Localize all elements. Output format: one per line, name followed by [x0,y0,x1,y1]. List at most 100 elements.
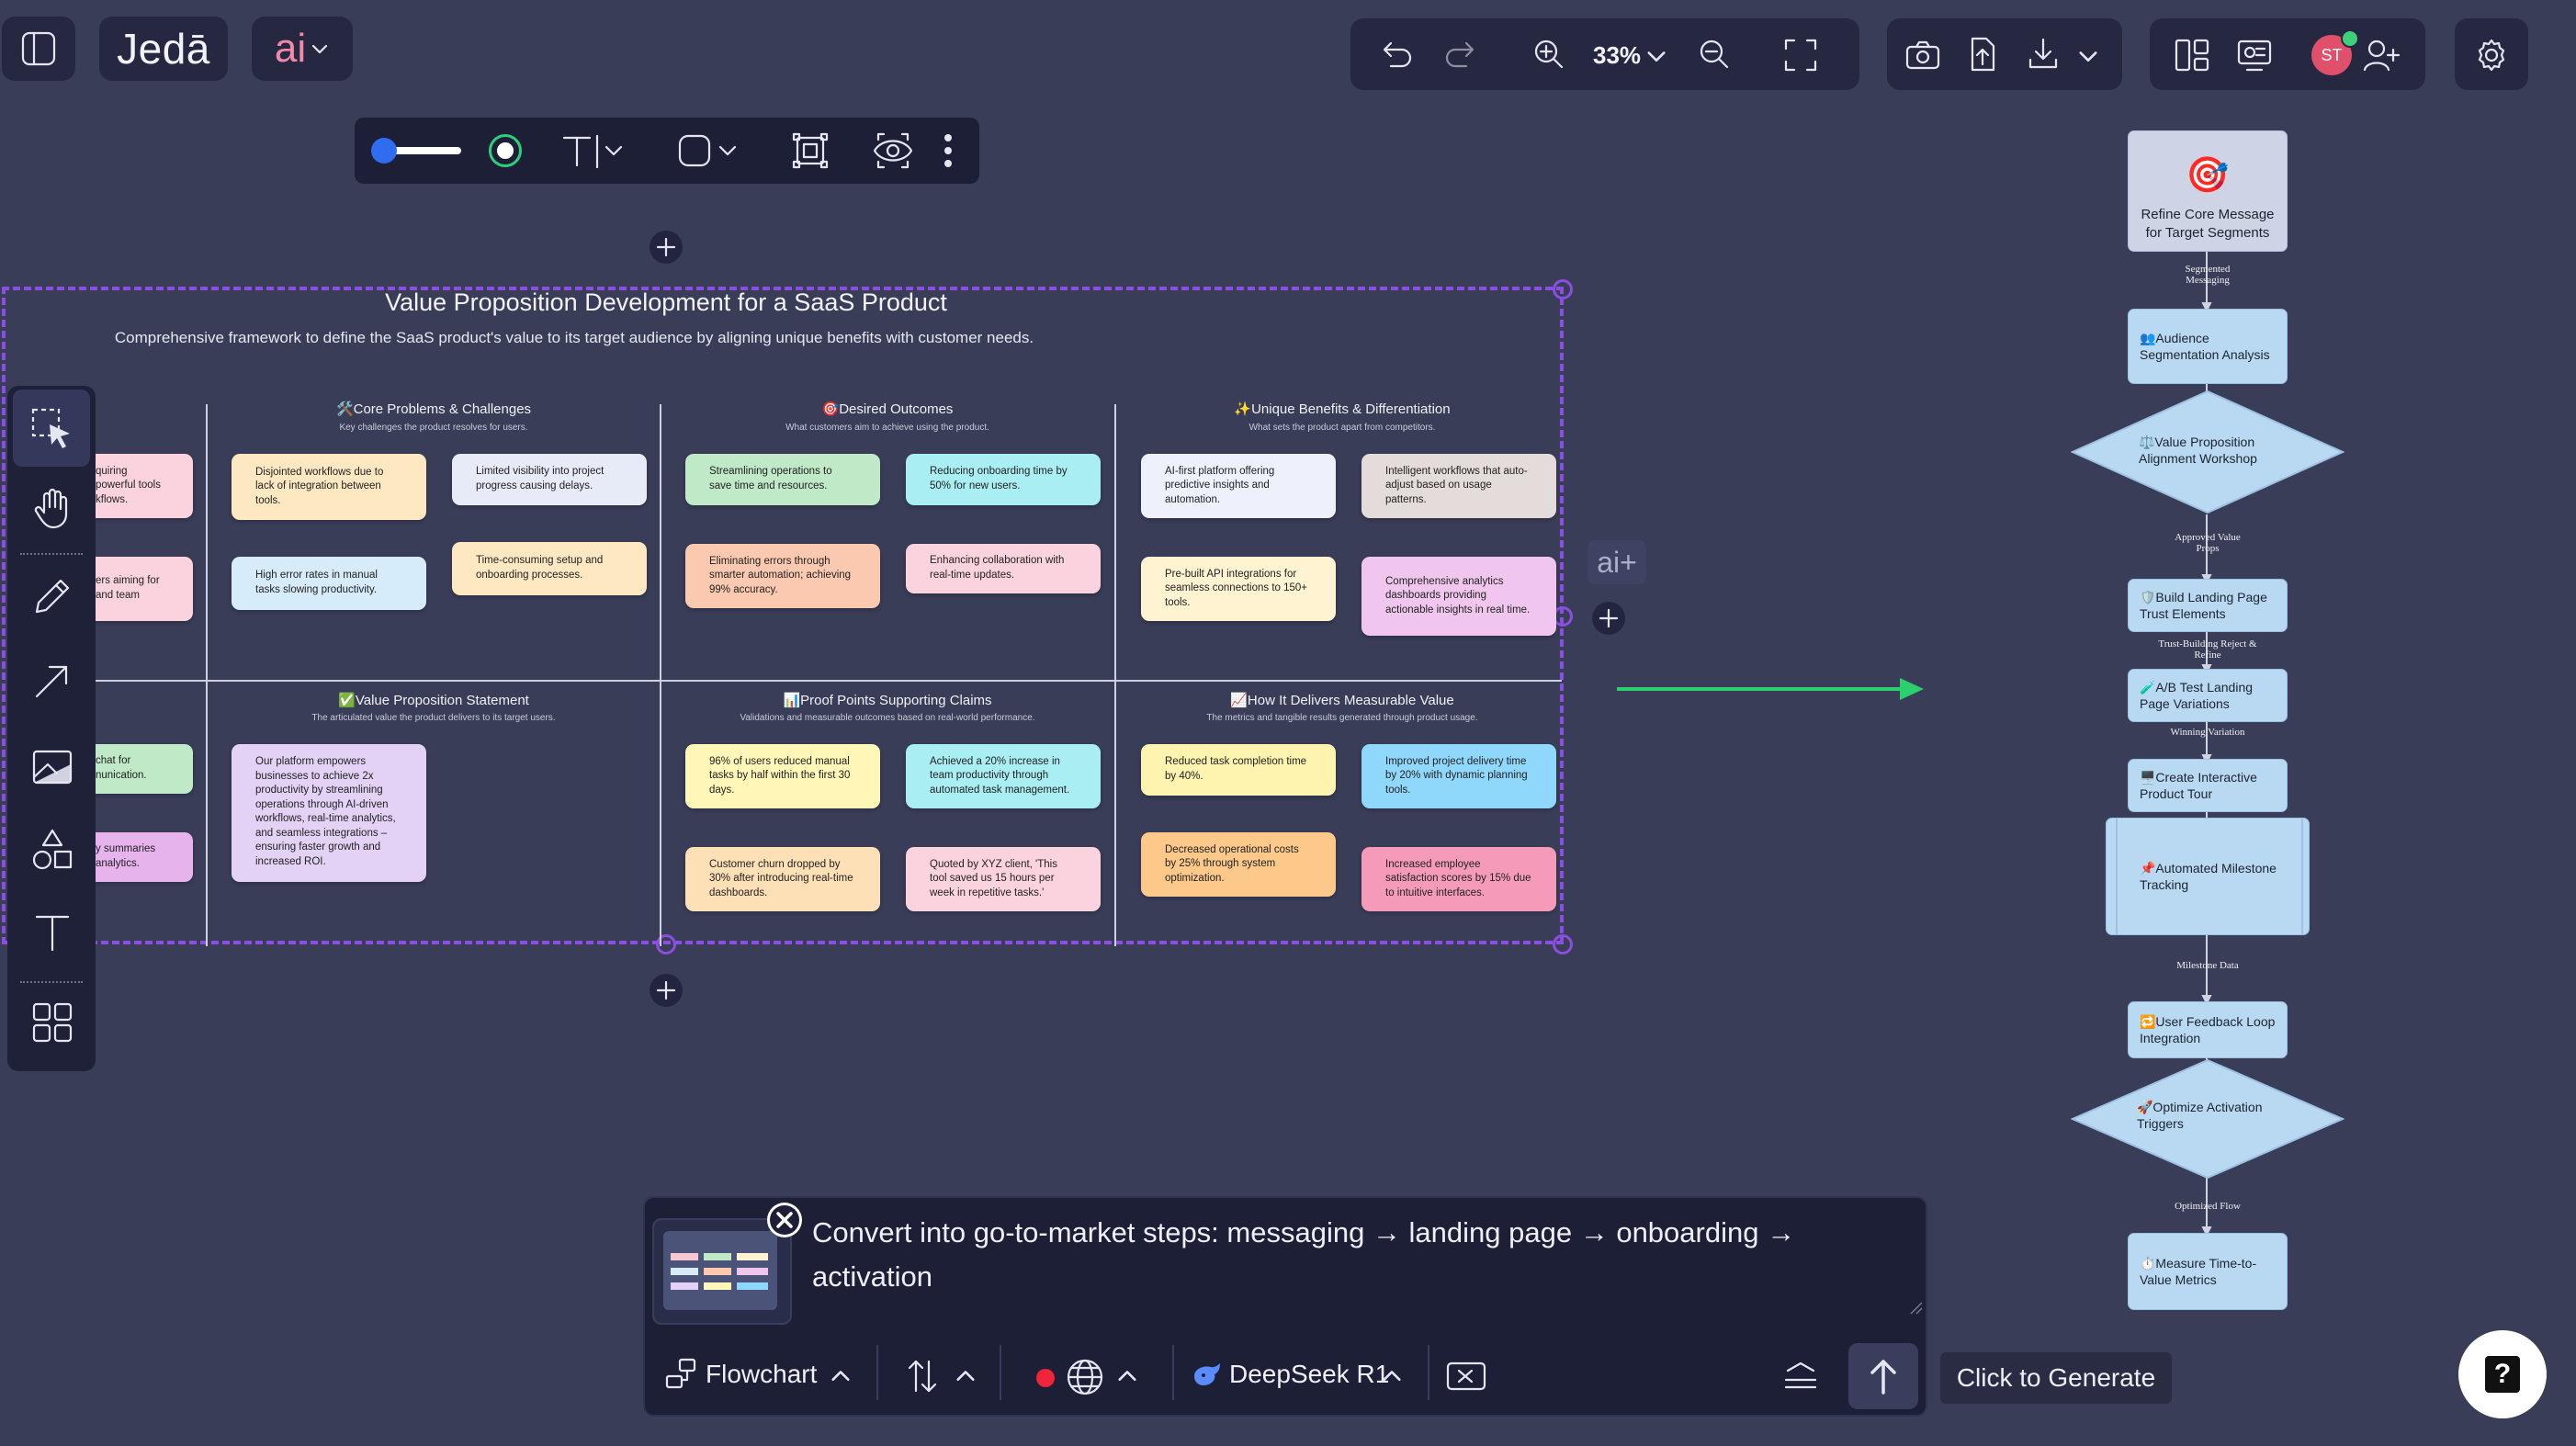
pencil-icon[interactable] [29,573,75,619]
flow-node[interactable]: 🧪A/B Test Landing Page Variations [2128,669,2288,722]
sticky-card[interactable]: Disjointed workflows due to lack of inte… [232,454,426,520]
text-tool-icon[interactable] [29,909,75,955]
share-upload-icon[interactable] [1964,33,2001,75]
presentation-icon[interactable] [2234,35,2275,75]
stroke-width-slider[interactable] [371,138,463,164]
chat-history-icon[interactable] [1444,1356,1488,1396]
sticky-card[interactable]: Decreased operational costs by 25% throu… [1141,832,1336,897]
model-selector[interactable]: DeepSeek R1 [1229,1360,1390,1388]
zoom-level[interactable]: 33% [1593,41,1642,69]
attached-thumbnail[interactable] [652,1218,792,1325]
web-search-globe-icon[interactable] [1064,1356,1106,1398]
undo-icon[interactable] [1378,37,1415,73]
sticky-card[interactable]: Comprehensive analytics dashboards provi… [1361,557,1556,636]
sort-direction-icon[interactable] [904,1356,941,1396]
sticky-card[interactable]: Eliminating errors through smarter autom… [685,544,880,608]
flow-node[interactable]: 📌Automated Milestone Tracking [2106,818,2310,935]
sticky-card[interactable]: AI-first platform offering predictive in… [1141,454,1336,518]
sticky-card[interactable]: Pre-built API integrations for seamless … [1141,557,1336,621]
sticky-card[interactable]: Reduced task completion time by 40%. [1141,744,1336,796]
chevron-down-icon[interactable] [1644,44,1668,68]
select-cursor-icon[interactable] [29,406,75,452]
image-tool-icon[interactable] [29,744,75,790]
help-button[interactable]: ? [2458,1330,2547,1418]
fit-screen-icon[interactable] [1780,35,1821,75]
prompt-input[interactable]: Convert into go-to-market steps: messagi… [812,1216,1796,1293]
frame-handle[interactable] [1553,279,1573,299]
sticky-card[interactable]: Time-consuming setup and onboarding proc… [452,542,647,595]
sticky-card[interactable]: Improved project delivery time by 20% wi… [1361,744,1556,808]
flow-node-label: ⏱️Measure Time-to-Value Metrics [2140,1255,2257,1287]
sticky-card[interactable]: Our platform empowers businesses to achi… [232,744,426,882]
chevron-up-icon[interactable] [829,1363,853,1387]
settings-button[interactable] [2455,18,2528,90]
tooltip-text: Click to Generate [1956,1363,2156,1392]
collapse-panel-icon[interactable] [1780,1356,1821,1396]
sticky-card[interactable]: quiring powerful tools kflows. [83,454,193,518]
zoom-in-icon[interactable] [1531,36,1567,73]
sticky-card[interactable]: Increased employee satisfaction scores b… [1361,847,1556,911]
templates-grid-icon[interactable] [29,1000,75,1045]
frame-handle[interactable] [1553,934,1573,955]
sticky-card[interactable]: chat for nunication. [83,744,193,794]
arrow-tool-icon[interactable] [29,658,75,704]
ai-plus-button[interactable]: ai+ [1587,540,1646,584]
camera-icon[interactable] [1904,37,1942,73]
flow-node[interactable]: ⏱️Measure Time-to-Value Metrics [2128,1233,2288,1310]
add-below-icon[interactable] [647,971,685,1010]
sticky-card[interactable]: Customer churn dropped by 30% after intr… [685,847,880,911]
sticky-card[interactable]: Limited visibility into project progress… [452,454,647,505]
sticky-card[interactable]: Enhancing collaboration with real-time u… [906,544,1101,593]
layout-panels-icon[interactable] [2172,35,2212,75]
chevron-down-icon[interactable] [2076,44,2100,68]
chevron-up-icon[interactable] [1115,1363,1139,1387]
avatar[interactable]: ST [2311,35,2352,75]
remove-attachment-icon[interactable] [764,1200,805,1240]
shapes-icon[interactable] [29,827,75,873]
flowchart-icon[interactable] [663,1356,700,1393]
hand-pan-icon[interactable] [29,485,75,531]
sticky-card[interactable]: Reducing onboarding time by 50% for new … [906,454,1101,505]
redo-icon[interactable] [1442,37,1479,73]
sticky-card[interactable]: Streamlining operations to save time and… [685,454,880,505]
flow-node[interactable]: 🖥️Create Interactive Product Tour [2128,759,2288,812]
history-zoom-toolbar: 33% [1350,18,1859,90]
sticky-card[interactable]: Achieved a 20% increase in team producti… [906,744,1101,808]
resize-grip-icon[interactable] [1909,1301,1924,1316]
slider-handle[interactable] [371,138,397,164]
sticky-card[interactable]: High error rates in manual tasks slowing… [232,557,426,610]
sticky-card[interactable]: ers aiming for and team [83,557,193,621]
chevron-up-icon[interactable] [1380,1363,1404,1387]
add-right-icon[interactable] [1589,599,1628,638]
text-style-icon[interactable] [559,130,632,171]
flow-node-label: 📌Automated Milestone Tracking [2140,860,2277,892]
shape-style-icon[interactable] [674,130,748,171]
chevron-up-icon[interactable] [954,1363,977,1387]
sticky-card[interactable]: Quoted by XYZ client, 'This tool saved u… [906,847,1101,911]
sticky-card[interactable]: Intelligent workflows that auto-adjust b… [1361,454,1556,518]
zoom-out-icon[interactable] [1696,36,1733,73]
sticky-card[interactable]: 96% of users reduced manual tasks by hal… [685,744,880,808]
flow-node[interactable]: 🎯 Refine Core Message for Target Segment… [2128,130,2288,252]
sticky-card[interactable]: y summaries analytics. [83,832,193,882]
avatar-initials: ST [2321,45,2343,64]
visibility-focus-icon[interactable] [871,130,915,171]
add-above-icon[interactable] [647,228,685,266]
more-options-icon[interactable] [939,130,957,171]
flow-node[interactable]: 🛡️Build Landing Page Trust Elements [2128,579,2288,632]
generate-button[interactable] [1848,1343,1918,1409]
add-user-icon[interactable] [2361,35,2403,75]
mode-selector[interactable]: Flowchart [706,1360,818,1388]
flow-decision-node[interactable] [2071,1058,2344,1180]
frame-handle[interactable] [656,934,676,955]
flow-node-label: 🚀Optimize Activation Triggers [2137,1100,2263,1132]
download-icon[interactable] [2025,34,2065,74]
sidebar-toggle-button[interactable] [2,17,75,81]
flow-decision-node[interactable] [2071,390,2344,514]
frame-select-icon[interactable] [790,130,830,171]
flow-node[interactable]: 👥Audience Segmentation Analysis [2128,309,2288,384]
flow-node[interactable]: 🔁User Feedback Loop Integration [2128,1001,2288,1058]
ai-menu-button[interactable]: ai [252,17,353,81]
stroke-color-picker[interactable] [489,134,522,167]
app-logo[interactable]: Jedā [99,17,228,81]
